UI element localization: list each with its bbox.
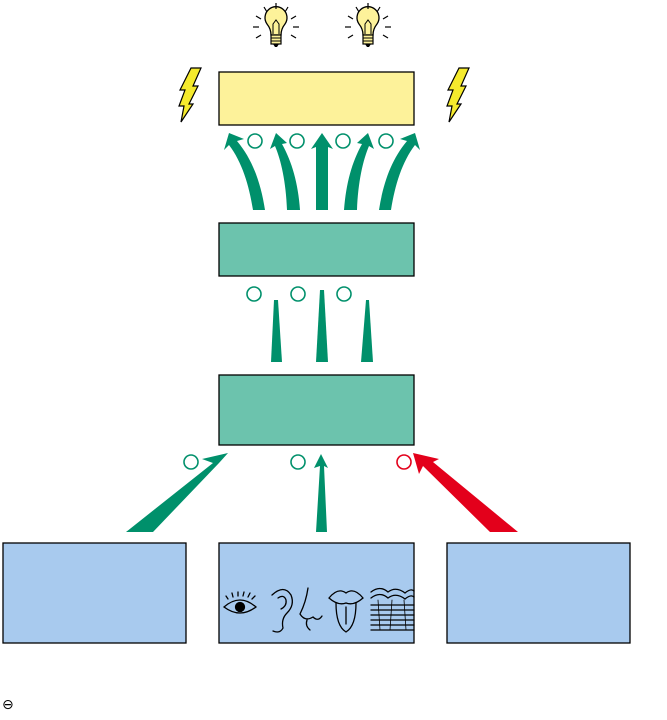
left-source-box — [2, 542, 187, 644]
middle-arrow-column — [271, 290, 373, 362]
excitatory-arrow — [311, 133, 333, 210]
inhibition-legend-symbol: ⊖ — [2, 697, 14, 713]
excitatory-arrow — [344, 133, 374, 210]
top-arrow-fan — [224, 133, 420, 210]
excitatory-marker — [289, 133, 305, 149]
excitatory-marker — [290, 286, 306, 302]
excitatory-marker — [335, 133, 351, 149]
lightning-bolt-icon — [178, 67, 202, 123]
excitatory-marker — [378, 133, 394, 149]
upper-relay-box — [218, 222, 415, 277]
skin-icon — [370, 587, 415, 631]
top-excitatory-markers — [247, 133, 394, 149]
left-input-arrow — [126, 453, 228, 532]
center-input-arrow — [314, 454, 328, 532]
excitatory-arrow — [271, 300, 282, 362]
excitatory-marker — [246, 286, 262, 302]
excitatory-arrow — [270, 133, 300, 210]
eye-icon — [222, 591, 258, 614]
cortex-box — [218, 71, 415, 126]
sensory-source-box — [218, 542, 415, 644]
tongue-icon — [328, 590, 364, 633]
right-input-arrow — [413, 453, 518, 532]
middle-excitatory-markers — [246, 286, 352, 302]
ear-icon — [271, 588, 293, 633]
light-bulb-icon — [344, 2, 392, 48]
excitatory-arrow — [361, 300, 373, 362]
excitatory-arrow — [224, 133, 265, 210]
lightning-bolt-icon — [446, 67, 470, 123]
inhibitory-marker — [396, 454, 412, 470]
excitatory-marker — [183, 454, 199, 470]
right-source-box — [446, 542, 631, 644]
lower-relay-box — [218, 374, 415, 446]
excitatory-arrow — [379, 133, 420, 210]
excitatory-marker — [247, 133, 263, 149]
nose-icon — [299, 587, 323, 631]
excitatory-marker — [336, 286, 352, 302]
excitatory-arrow — [316, 290, 328, 362]
light-bulb-icon — [252, 2, 300, 48]
excitatory-marker — [290, 454, 306, 470]
